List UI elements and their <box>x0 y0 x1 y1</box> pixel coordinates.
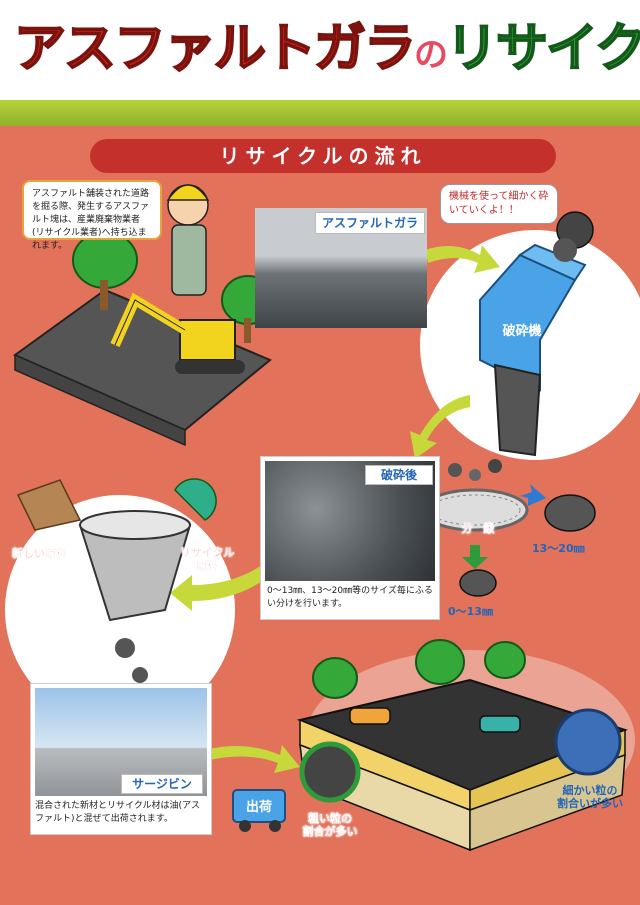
flow-arrow-4 <box>205 745 300 773</box>
section-title: リサイクルの流れ <box>90 139 556 173</box>
speech-bubble: 機械を使って細かく砕いていくよ！！ <box>440 184 558 224</box>
coarse-grain-label: 粗い粒の 割合が多い <box>302 812 358 838</box>
crusher-illustration <box>479 211 594 457</box>
photo-crushed-aggregate: 破砕後 <box>265 461 435 581</box>
size-large-label: 13～20㎜ <box>532 542 585 555</box>
title-part-asphalt: アスファルトガラ <box>13 18 417 80</box>
flow-arrow-3 <box>170 565 268 611</box>
photo2-label: 破砕後 <box>365 465 433 485</box>
page-title: アスファルトガラのリサイクル <box>13 6 640 96</box>
step1-note: アスファルト舗装された道路を掘る際、発生するアスファルト塊は、産業廃棄物業者(リ… <box>22 180 162 251</box>
header <box>0 0 640 100</box>
flow-arrow-1 <box>425 245 500 273</box>
mixer-illustration <box>16 478 217 683</box>
title-part-no: の <box>414 35 448 75</box>
size-small-label: 0～13㎜ <box>448 605 493 618</box>
photo3-caption: 混合された新材とリサイクル材は油(アスファルト)と混ぜて出荷されます。 <box>35 801 201 824</box>
photo-surge-bin-plant: サージビン <box>35 688 207 796</box>
crusher-label: 破砕機 <box>502 324 542 339</box>
fine-grain-label: 細かい粒の 割合いが多い <box>557 784 623 810</box>
road-layers-illustration <box>232 639 635 852</box>
truck-label: 出荷 <box>245 800 272 815</box>
recycled-material-label: リサイクル 原料 <box>179 546 235 572</box>
photo2-caption: 0～13㎜、13～20㎜等のサイズ毎にふるい分けを行います。 <box>267 586 433 609</box>
flow-arrow-2 <box>410 395 470 459</box>
photo-asphalt-debris: アスファルトガラ <box>255 208 427 328</box>
sieve-label: 分 級 <box>461 522 495 535</box>
photo3-label: サージビン <box>121 774 203 794</box>
photo3-card: サージビン 混合された新材とリサイクル材は油(アスファルト)と混ぜて出荷されます… <box>30 683 212 835</box>
title-part-recycle: リサイクル <box>445 18 640 80</box>
photo1-label: アスファルトガラ <box>315 212 425 234</box>
header-green-band <box>0 100 640 126</box>
sieve-illustration <box>421 459 596 597</box>
photo2-card: 破砕後 0～13㎜、13～20㎜等のサイズ毎にふるい分けを行います。 <box>260 456 440 620</box>
new-material-label: 新しい原料 <box>12 547 67 560</box>
